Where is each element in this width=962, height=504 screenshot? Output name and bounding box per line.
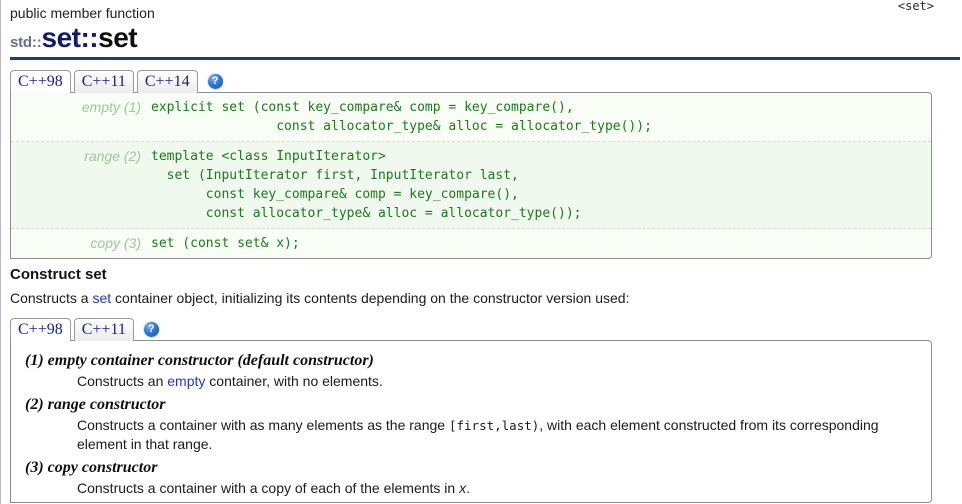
description-tabstrip: C++98 C++11 ?	[10, 314, 962, 341]
prototype-panel: empty (1) explicit set (const key_compar…	[10, 92, 932, 259]
prototype-code-copy: set (const set& x);	[151, 236, 300, 251]
prototype-label-copy: copy (3)	[90, 235, 141, 251]
description-item: (1) empty container constructor (default…	[25, 350, 917, 391]
page-eyebrow: public member function	[10, 5, 155, 21]
empty-link[interactable]: empty	[167, 373, 206, 389]
prototype-row: copy (3) set (const set& x);	[11, 229, 931, 258]
description-def-3-part3: .	[466, 480, 470, 496]
title-name: set::set	[41, 22, 138, 53]
description-term-1: (1) empty container constructor (default…	[25, 352, 374, 369]
description-term-2: (2) range constructor	[25, 396, 166, 413]
tab-cpp98-prototype[interactable]: C++98	[10, 70, 71, 93]
set-link[interactable]: set	[92, 290, 112, 306]
copy-variable: x	[459, 480, 467, 496]
page-title: std::set::set	[10, 22, 138, 58]
description-def-3: Constructs a container with a copy of ea…	[77, 479, 917, 498]
title-row: std::set::set <set>	[8, 0, 962, 58]
description-def-3-part1: Constructs a container with a copy of ea…	[77, 480, 460, 496]
tab-cpp11-prototype[interactable]: C++11	[73, 70, 134, 93]
prototype-code-range: template <class InputIterator> set (Inpu…	[151, 149, 582, 221]
tab-cpp11-description[interactable]: C++11	[73, 318, 134, 341]
description-panel: (1) empty container constructor (default…	[10, 340, 932, 503]
page-container: public member function std::set::set <se…	[8, 0, 962, 504]
prototype-row: range (2) template <class InputIterator>…	[11, 142, 931, 229]
prototype-label-empty: empty (1)	[81, 99, 141, 115]
section-paragraph-after: container object, initializing its conte…	[111, 290, 630, 306]
section-heading: Construct set	[10, 266, 107, 283]
prototype-row: empty (1) explicit set (const key_compar…	[11, 93, 931, 142]
prototype-code-empty: explicit set (const key_compare& comp = …	[151, 100, 652, 134]
section-paragraph: Constructs a set container object, initi…	[10, 289, 962, 308]
description-def-2: Constructs a container with as many elem…	[77, 416, 917, 454]
description-def-1: Constructs an empty container, with no e…	[77, 372, 917, 391]
left-edge-rule	[0, 0, 1, 504]
description-term-3: (3) copy constructor	[25, 459, 158, 476]
tab-cpp98-description[interactable]: C++98	[10, 318, 71, 341]
prototype-tabstrip: C++98 C++11 C++14 ?	[10, 66, 962, 93]
range-notation: [first,last)	[448, 418, 540, 433]
header-include: <set>	[897, 0, 934, 13]
description-def-1-part1: Constructs an	[77, 373, 168, 389]
help-icon[interactable]: ?	[207, 74, 223, 89]
description-def-2-part1: Constructs a container with as many elem…	[77, 417, 449, 433]
header-divider	[10, 57, 960, 60]
description-item: (2) range constructor Constructs a conta…	[25, 394, 917, 454]
title-namespace: std::	[10, 34, 42, 51]
title-name-tail: set	[98, 22, 138, 53]
tab-cpp14-prototype[interactable]: C++14	[136, 70, 198, 93]
prototype-label-range: range (2)	[84, 148, 141, 164]
description-item: (3) copy constructor Constructs a contai…	[25, 457, 917, 498]
section-paragraph-before: Constructs a	[10, 290, 93, 306]
description-def-2-part3: , with each element constructed from its…	[77, 417, 879, 452]
help-icon[interactable]: ?	[143, 322, 159, 337]
description-def-1-part2: container, with no elements.	[205, 373, 383, 389]
